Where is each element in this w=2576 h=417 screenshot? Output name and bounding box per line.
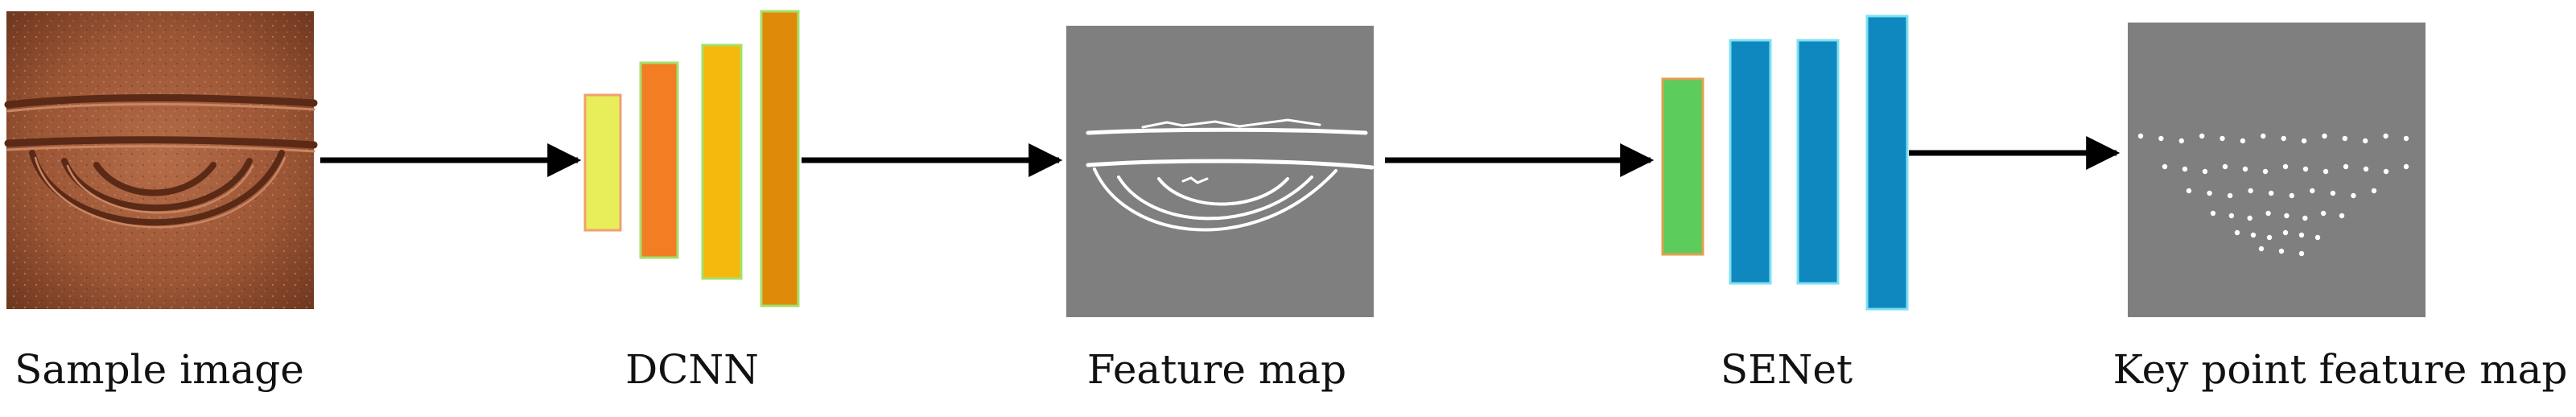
key-point-dot — [2178, 138, 2184, 144]
key-point-dot — [2310, 188, 2315, 194]
senet-block — [1661, 14, 1909, 311]
key-point-dot — [2202, 168, 2208, 175]
key-point-dot — [2222, 163, 2228, 170]
key-point-dot — [2298, 250, 2305, 257]
key-point-dot — [2234, 229, 2240, 236]
key-point-dot — [2258, 246, 2265, 252]
sample-image — [4, 11, 318, 309]
key-point-feature-map-image — [2128, 23, 2426, 317]
dcnn-layer-4 — [760, 10, 800, 308]
key-point-dot — [2278, 248, 2285, 254]
key-point-dot — [2182, 166, 2188, 172]
senet-layer-3 — [1796, 39, 1840, 285]
key-point-dot — [2227, 192, 2233, 199]
key-point-dot — [2289, 192, 2294, 199]
key-point-dot — [2186, 188, 2192, 194]
key-point-dot — [2403, 163, 2409, 170]
key-point-dot — [2266, 234, 2273, 241]
key-point-dot — [2210, 210, 2216, 217]
key-point-dot — [2320, 210, 2327, 217]
key-point-dot — [2158, 135, 2164, 142]
senet-layer-1 — [1661, 77, 1704, 256]
senet-layer-4 — [1865, 14, 1909, 311]
key-point-dot — [2250, 232, 2257, 238]
key-point-dot — [2301, 138, 2307, 144]
key-point-dot — [2383, 168, 2389, 175]
dcnn-block — [583, 10, 800, 308]
key-point-dot — [2240, 138, 2246, 144]
key-point-dot — [2343, 163, 2349, 170]
key-point-dot — [2302, 166, 2309, 172]
key-point-dot — [2282, 229, 2289, 236]
dcnn-layer-2 — [639, 61, 679, 259]
key-point-dot — [2219, 135, 2225, 142]
key-point-dot — [2282, 163, 2289, 170]
label-key-point-feature-map: Key point feature map — [2112, 346, 2568, 393]
key-point-dot — [2322, 133, 2327, 139]
key-point-dot — [2269, 190, 2274, 196]
key-point-dot — [2363, 166, 2369, 172]
label-senet: SENet — [1720, 346, 1853, 393]
dcnn-layer-3 — [701, 43, 743, 280]
key-point-dot — [2330, 190, 2336, 196]
key-point-dot — [2242, 166, 2248, 172]
key-point-dot — [2302, 215, 2308, 221]
key-point-dot — [2363, 138, 2368, 144]
key-point-dot — [2281, 135, 2286, 142]
key-point-dot — [2199, 133, 2205, 139]
label-sample-image: Sample image — [14, 346, 304, 393]
key-point-dot — [2137, 133, 2144, 139]
key-point-dot — [2248, 188, 2253, 194]
key-point-dot — [2314, 234, 2321, 241]
key-point-dot — [2383, 133, 2388, 139]
key-point-dot — [2262, 168, 2269, 175]
dcnn-layer-1 — [583, 93, 622, 232]
key-point-dot — [2228, 213, 2235, 219]
key-point-dot — [2339, 213, 2345, 219]
key-point-dot — [2162, 163, 2168, 170]
key-point-dot — [2247, 215, 2252, 221]
key-point-dot — [2323, 168, 2329, 175]
label-feature-map: Feature map — [1086, 346, 1347, 393]
key-point-dot — [2403, 135, 2409, 142]
key-point-dot — [2261, 133, 2266, 139]
key-point-dot — [2265, 210, 2271, 217]
key-point-dot — [2371, 188, 2377, 194]
key-point-dot — [2342, 135, 2347, 142]
key-point-dot — [2298, 232, 2305, 238]
key-point-dot — [2284, 213, 2290, 219]
key-point-dot — [2351, 192, 2356, 199]
senet-layer-2 — [1729, 39, 1772, 285]
feature-map-image — [1066, 26, 1375, 317]
key-point-dot — [2207, 190, 2212, 196]
label-dcnn: DCNN — [625, 346, 759, 393]
